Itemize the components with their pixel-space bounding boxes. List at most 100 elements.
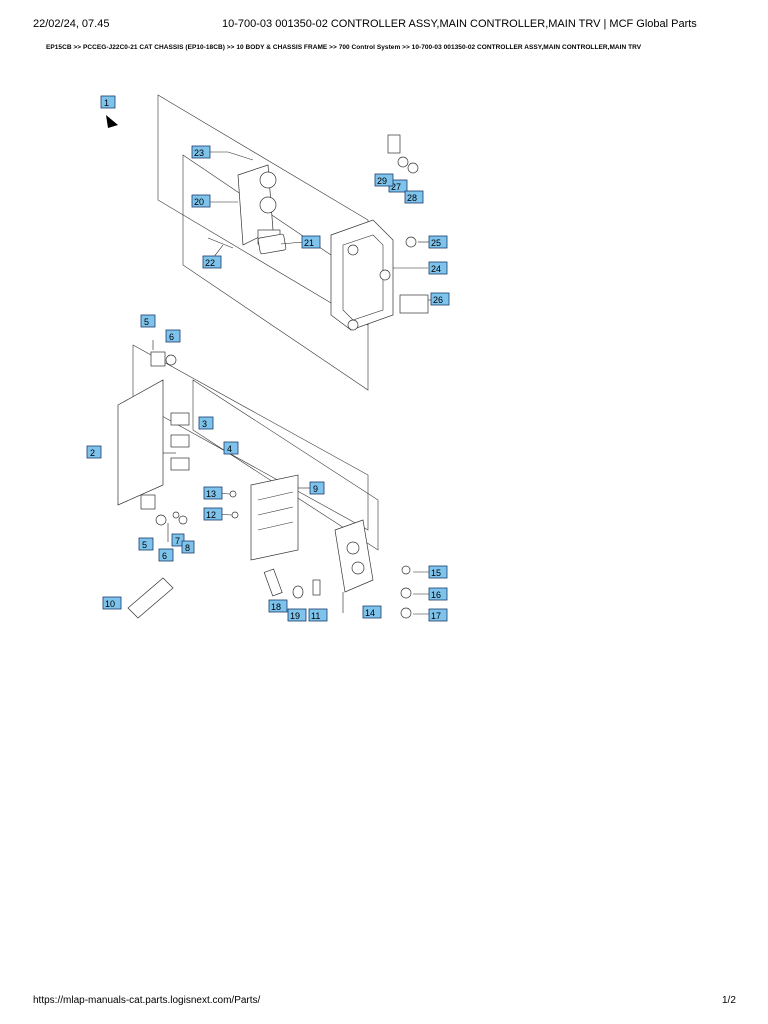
bracket-5-top: [150, 351, 166, 367]
connector-ring-2: [259, 196, 277, 214]
svg-text:2: 2: [90, 448, 95, 458]
callout-29[interactable]: 29: [374, 173, 394, 187]
svg-text:1: 1: [104, 98, 109, 108]
callout-11[interactable]: 11: [308, 608, 328, 622]
svg-text:10: 10: [105, 599, 115, 609]
svg-text:26: 26: [433, 295, 443, 305]
controller-box: [330, 219, 394, 331]
bracket-3b: [170, 457, 190, 471]
svg-text:22: 22: [205, 258, 215, 268]
callout-16[interactable]: 16: [428, 587, 448, 601]
bolt-15: [401, 565, 411, 575]
svg-text:11: 11: [311, 611, 320, 621]
callout-5-bottom[interactable]: 5: [138, 537, 154, 551]
fuse-row-3: [257, 521, 294, 531]
svg-text:29: 29: [377, 176, 387, 186]
bolt-25: [405, 236, 417, 248]
nut-6-bottom: [155, 514, 167, 526]
callout-28[interactable]: 28: [404, 190, 424, 204]
print-date: 22/02/24, 07.45: [33, 18, 110, 30]
svg-text:20: 20: [194, 197, 204, 207]
svg-text:13: 13: [206, 489, 216, 499]
leader-lines: [152, 151, 433, 615]
callout-20[interactable]: 20: [191, 194, 211, 208]
svg-text:23: 23: [194, 148, 204, 158]
arrow-1-icon: [106, 115, 118, 128]
svg-text:5: 5: [144, 317, 149, 327]
callout-15[interactable]: 15: [428, 565, 448, 579]
washer-7: [172, 511, 180, 519]
breadcrumb[interactable]: EP15CB >> PCCEG-J22C0-21 CAT CHASSIS (EP…: [46, 44, 642, 51]
fuse-row-2: [257, 506, 294, 516]
svg-text:25: 25: [431, 238, 441, 248]
callout-4[interactable]: 4: [223, 441, 239, 455]
bracket-5-bottom: [140, 494, 156, 510]
svg-text:8: 8: [185, 543, 190, 553]
callout-25[interactable]: 25: [428, 235, 448, 249]
footer-url[interactable]: https://mlap-manuals-cat.parts.logisnext…: [33, 995, 261, 1006]
controller-box-panel: [342, 234, 384, 321]
fuse-18: [263, 568, 283, 597]
bracket-3: [170, 412, 190, 426]
callout-12[interactable]: 12: [203, 507, 223, 521]
gasket: [257, 233, 287, 255]
fuse-row-1: [257, 491, 294, 501]
relay-2: [351, 561, 365, 575]
svg-text:16: 16: [431, 590, 441, 600]
relay-1: [346, 541, 360, 555]
callout-9[interactable]: 9: [309, 481, 325, 495]
bolt-17: [400, 607, 412, 619]
page-number: 1/2: [722, 995, 736, 1006]
washer-8: [178, 515, 188, 525]
svg-text:5: 5: [142, 540, 147, 550]
box-fitting-3: [379, 269, 391, 281]
fuse-board: [250, 474, 299, 561]
nut-13: [229, 490, 237, 498]
lower-frame-outline: [132, 344, 369, 531]
svg-text:6: 6: [162, 551, 167, 561]
svg-text:24: 24: [431, 264, 441, 274]
callout-17[interactable]: 17: [428, 608, 448, 622]
box-fitting-2: [347, 319, 359, 331]
nut-12: [231, 511, 239, 519]
callout-10[interactable]: 10: [102, 596, 122, 610]
callout-18[interactable]: 18: [268, 599, 288, 613]
callout-8[interactable]: 8: [181, 540, 195, 554]
svg-text:9: 9: [313, 484, 318, 494]
nut-6-top: [165, 354, 177, 366]
label-plate-26: [399, 294, 429, 314]
callout-6-bottom[interactable]: 6: [158, 548, 174, 562]
svg-text:3: 3: [202, 419, 207, 429]
svg-text:7: 7: [175, 536, 180, 546]
bracket-29: [387, 134, 401, 154]
callout-2[interactable]: 2: [86, 445, 102, 459]
callout-6-top[interactable]: 6: [165, 329, 181, 343]
bolt-22: [207, 237, 234, 249]
callout-3[interactable]: 3: [198, 416, 214, 430]
svg-text:18: 18: [271, 602, 281, 612]
lower-frame-outline-2: [192, 379, 379, 551]
callout-7[interactable]: 7: [171, 533, 185, 547]
svg-text:21: 21: [304, 238, 314, 248]
relay-block: [334, 519, 374, 593]
callout-24[interactable]: 24: [428, 261, 448, 275]
callout-5-top[interactable]: 5: [140, 314, 156, 328]
diagram-svg: 1 2 3 4 5 5 6 6 7 8 9 10 11 12 13 14 15 …: [86, 94, 450, 622]
callout-14[interactable]: 14: [362, 605, 382, 619]
svg-text:19: 19: [290, 611, 300, 621]
callout-19[interactable]: 19: [287, 608, 307, 622]
nut-28: [407, 162, 419, 174]
callout-13[interactable]: 13: [203, 486, 223, 500]
callout-21[interactable]: 21: [301, 235, 321, 249]
ring-19: [292, 585, 304, 599]
grease-tube: [127, 577, 174, 619]
callout-1[interactable]: 1: [100, 95, 116, 109]
washer-27: [397, 156, 409, 168]
box-fitting-1: [347, 244, 359, 256]
callout-22[interactable]: 22: [202, 255, 222, 269]
callout-23[interactable]: 23: [191, 145, 211, 159]
svg-text:28: 28: [407, 193, 417, 203]
screw-11: [312, 579, 321, 596]
svg-text:14: 14: [365, 608, 375, 618]
callout-26[interactable]: 26: [430, 292, 450, 306]
